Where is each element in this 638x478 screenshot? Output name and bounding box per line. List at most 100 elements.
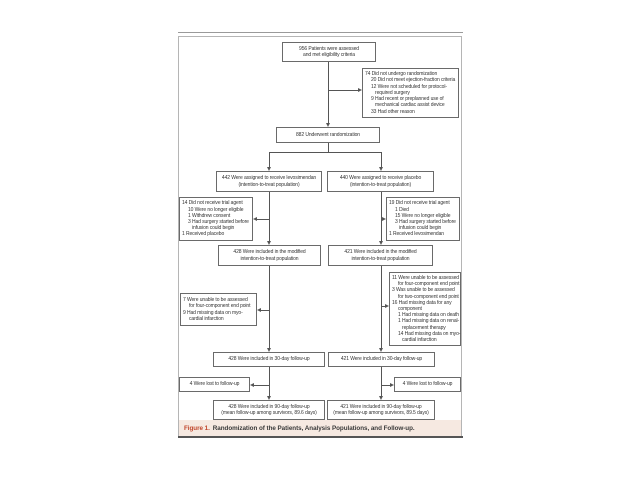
box-line: 12 Were not scheduled for protocol-	[371, 83, 447, 90]
box-placebo-assigned: 440 Were assigned to receive placebo (in…	[327, 171, 434, 192]
box-placebo-not-received: 19 Did not receive trial agent 1 Died 15…	[386, 197, 460, 241]
flow-line	[328, 90, 358, 91]
box-line: mechanical cardiac assist device	[375, 102, 445, 109]
box-line: 20 Did not meet ejection-fraction criter…	[371, 77, 456, 84]
arrowhead-left	[250, 382, 254, 387]
arrowhead-down	[378, 167, 383, 171]
box-line: (intention-to-treat population)	[349, 181, 412, 188]
box-levosimendan-mitt: 428 Were included in the modified intent…	[218, 245, 321, 266]
figure-bottom-rule	[178, 436, 463, 438]
box-line: (mean follow-up among survivors, 89.5 da…	[333, 410, 429, 416]
box-line: 3 Was unable to be assessed	[392, 287, 455, 294]
box-line: 14 Did not receive trial agent	[182, 200, 243, 207]
box-line: 1 Had missing data on renal-	[398, 318, 460, 325]
box-levosimendan-90day: 428 Were included in 90-day follow-up (m…	[213, 400, 325, 420]
arrowhead-right	[358, 87, 362, 92]
box-line: 421 Were included in 90-day follow-up	[340, 403, 422, 410]
box-not-randomized: 74 Did not undergo randomization 20 Did …	[362, 68, 459, 118]
flow-line	[381, 192, 382, 241]
box-line: 1 Received placebo	[182, 231, 225, 238]
arrowhead-down	[266, 348, 271, 352]
box-line: 11 Were unable to be assessed	[392, 274, 459, 281]
box-line: 882 Underwent randomization	[295, 131, 360, 138]
figure-caption: Figure 1. Randomization of the Patients,…	[179, 420, 461, 436]
box-line: 33 Had other reason	[371, 108, 415, 115]
box-line: (intention-to-treat population)	[238, 181, 300, 188]
box-line: intention-to-treat population	[240, 255, 299, 262]
box-line: 3 Had surgery started before	[395, 219, 456, 225]
arrowhead-down	[266, 241, 271, 245]
arrowhead-down	[266, 167, 271, 171]
arrowhead-down	[266, 396, 271, 400]
box-placebo-mitt: 421 Were included in the modified intent…	[328, 245, 433, 266]
flow-line	[269, 266, 270, 348]
arrowhead-right	[385, 303, 389, 308]
figure-caption-text: Randomization of the Patients, Analysis …	[212, 424, 415, 432]
box-line: 19 Did not receive trial agent	[389, 200, 450, 207]
flow-line	[254, 385, 269, 386]
box-placebo-unassessed: 11 Were unable to be assessed for four-c…	[389, 272, 461, 346]
flow-line	[269, 152, 270, 167]
box-line: and met eligibility criteria	[303, 52, 355, 58]
box-levosimendan-unassessed: 7 Were unable to be assessed for four-co…	[180, 293, 257, 326]
box-line: 4 Were lost to follow-up	[189, 381, 240, 388]
flow-line	[328, 62, 329, 123]
box-line: 14 Had missing data on myo-	[398, 330, 461, 337]
flow-line	[381, 219, 382, 220]
arrowhead-down	[378, 348, 383, 352]
flow-line	[269, 152, 381, 153]
box-line: 15 Were no longer eligible	[395, 212, 451, 219]
box-line: 74 Did not undergo randomization	[365, 71, 438, 78]
box-line: 16 Had missing data for any	[392, 299, 452, 306]
box-underwent-randomization: 882 Underwent randomization	[276, 127, 380, 143]
figure-caption-label: Figure 1.	[184, 424, 210, 432]
arrowhead-down	[378, 396, 383, 400]
figure-top-rule	[178, 32, 463, 33]
arrowhead-right	[382, 216, 386, 221]
box-line: 7 Were unable to be assessed	[183, 297, 248, 304]
box-line: 428 Were included in 30-day follow-up	[228, 356, 310, 363]
box-levosimendan-assigned: 442 Were assigned to receive levosimenda…	[216, 171, 322, 192]
box-levosimendan-30day: 428 Were included in 30-day follow-up	[213, 352, 325, 367]
box-line: 4 Were lost to follow-up	[402, 381, 453, 388]
box-line: 440 Were assigned to receive placebo	[339, 175, 422, 182]
box-line: for four-component end point	[189, 303, 251, 310]
box-line: 428 Were included in the modified	[233, 249, 306, 256]
box-placebo-lost: 4 Were lost to follow-up	[394, 377, 461, 392]
box-line: 1 Withdrew consent	[188, 212, 231, 219]
box-line: (mean follow-up among survivors, 89.6 da…	[221, 410, 317, 416]
box-line: for two-component end point	[398, 293, 459, 300]
box-line: component	[398, 305, 422, 312]
box-line: 10 Were no longer eligible	[188, 206, 244, 213]
box-line: infusion could begin	[399, 225, 442, 232]
box-placebo-90day: 421 Were included in 90-day follow-up (m…	[327, 400, 435, 420]
flow-line	[381, 306, 385, 307]
box-line: 3 Had surgery started before	[188, 219, 249, 225]
box-line: intention-to-treat population	[351, 255, 410, 262]
box-line: 1 Received levosimendan	[389, 231, 444, 238]
box-line: cardial infarction	[402, 336, 437, 343]
arrowhead-down	[378, 241, 383, 245]
flow-line	[257, 219, 269, 220]
box-levosimendan-not-received: 14 Did not receive trial agent 10 Were n…	[179, 197, 253, 241]
box-line: replacement therapy	[402, 324, 446, 331]
flow-line	[261, 310, 269, 311]
box-line: for four-component end point	[398, 281, 460, 288]
box-line: 9 Had missing data on myo-	[183, 309, 243, 316]
box-line: 421 Were included in the modified	[344, 249, 417, 256]
flow-line	[269, 192, 270, 241]
box-line: cardial infarction	[189, 315, 224, 322]
box-line: infusion could begin	[192, 225, 235, 232]
box-line: required surgery	[375, 89, 410, 96]
flow-line	[381, 367, 382, 396]
box-patients-assessed: 956 Patients were assessed and met eligi…	[282, 42, 376, 62]
box-line: 421 Were included in 30-day follow-up	[340, 356, 423, 363]
box-line: 1 Died	[395, 206, 409, 213]
flow-line	[269, 367, 270, 396]
arrowhead-left	[253, 216, 257, 221]
box-line: 1 Had missing data on death	[398, 312, 459, 319]
flow-line	[328, 143, 329, 152]
box-line: 442 Were assigned to receive levosimenda…	[221, 175, 317, 182]
box-line: 428 Were included in 90-day follow-up	[228, 403, 310, 410]
